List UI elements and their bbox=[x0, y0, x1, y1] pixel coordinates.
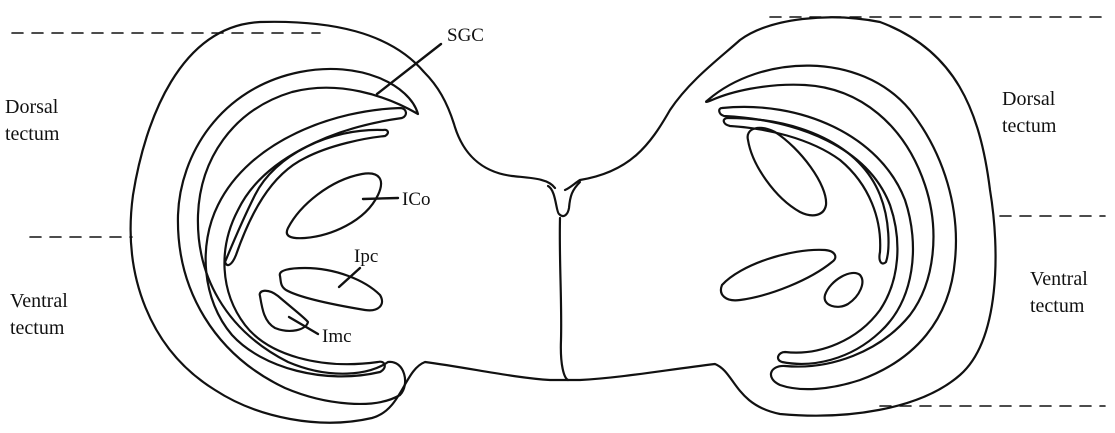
right-sgc-band bbox=[706, 66, 956, 390]
midline-notch bbox=[548, 182, 580, 216]
left-ventral-line1: Ventral bbox=[10, 288, 68, 315]
right-dorsal-line2: tectum bbox=[1002, 113, 1056, 140]
midline-seam bbox=[560, 218, 568, 380]
ipc-label: Ipc bbox=[354, 245, 378, 269]
left-ventral-line2: tectum bbox=[10, 315, 68, 342]
sgc-leader bbox=[377, 44, 441, 94]
left-dorsal-line2: tectum bbox=[5, 121, 59, 148]
ico-label: ICo bbox=[402, 188, 431, 212]
left-dorsal-label: Dorsal tectum bbox=[5, 94, 59, 148]
sgc-label: SGC bbox=[447, 24, 484, 48]
left-ico-nucleus bbox=[287, 173, 381, 238]
imc-label: Imc bbox=[322, 325, 352, 349]
right-ico-nucleus bbox=[748, 128, 826, 215]
left-sgc-band bbox=[178, 69, 418, 404]
right-dorsal-line1: Dorsal bbox=[1002, 86, 1056, 113]
right-ipc-nucleus bbox=[721, 250, 835, 301]
right-dorsal-label: Dorsal tectum bbox=[1002, 86, 1056, 140]
right-ventral-label: Ventral tectum bbox=[1030, 266, 1088, 320]
right-imc-nucleus bbox=[825, 273, 863, 307]
right-ventral-line2: tectum bbox=[1030, 293, 1088, 320]
right-ventral-line1: Ventral bbox=[1030, 266, 1088, 293]
left-dorsal-line1: Dorsal bbox=[5, 94, 59, 121]
ipc-leader bbox=[339, 268, 360, 287]
left-ventral-label: Ventral tectum bbox=[10, 288, 68, 342]
ico-leader bbox=[363, 198, 398, 199]
left-ipc-nucleus bbox=[280, 268, 382, 310]
